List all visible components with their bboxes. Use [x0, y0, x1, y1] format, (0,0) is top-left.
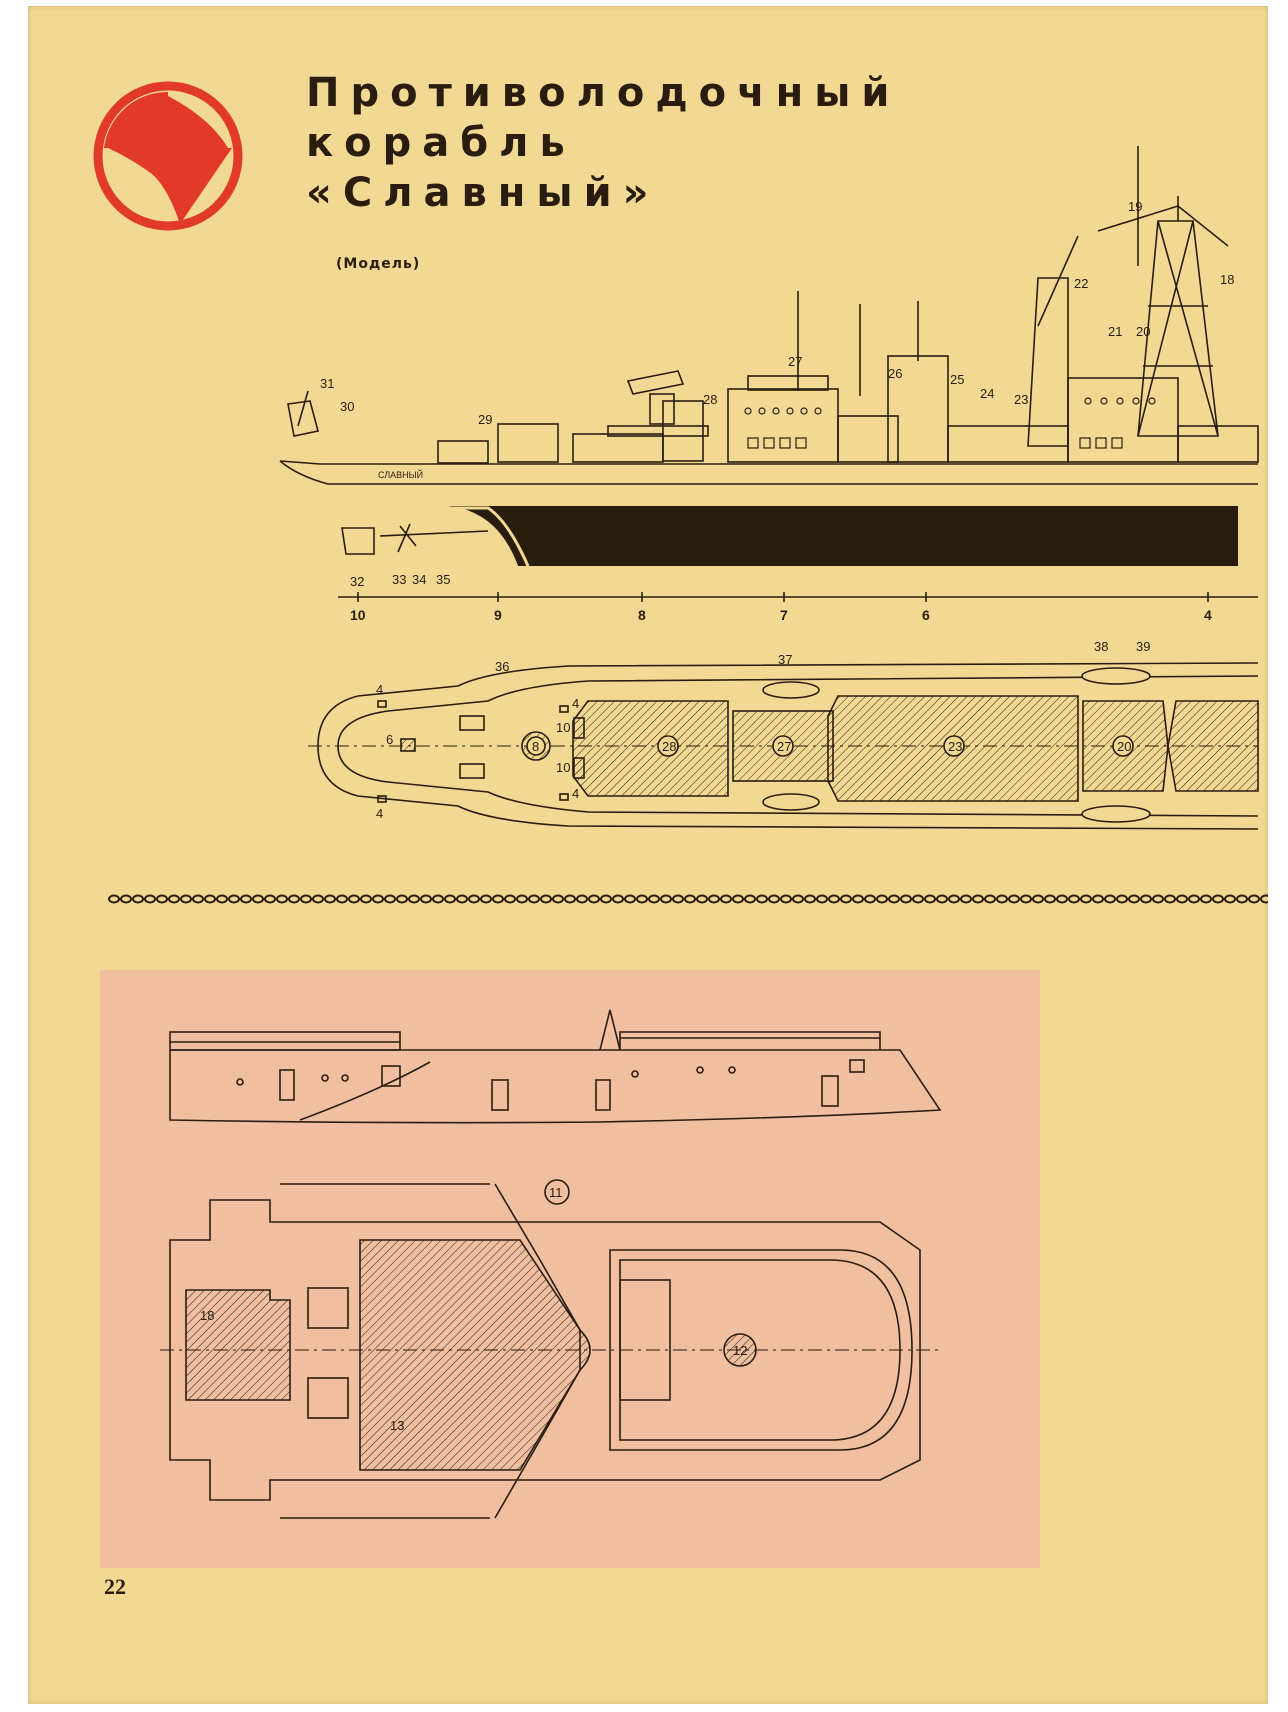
scale-tick-7: 7 [780, 607, 788, 623]
title-line-1: Противолодочный [306, 70, 901, 116]
callout-28: 28 [703, 392, 717, 407]
circled-23: 23 [948, 739, 962, 754]
callout-4d: 4 [572, 786, 579, 801]
detail-circled-12: 12 [733, 1343, 747, 1358]
callout-26: 26 [888, 366, 902, 381]
callout-4c: 4 [572, 696, 579, 711]
ship-drawing: 18 19 20 21 22 23 24 25 26 27 28 29 30 3… [256, 146, 1259, 830]
detail-drawing: 11 12 13 18 [160, 1009, 942, 1519]
page-number: 22 [104, 1574, 126, 1599]
detail-circled-13: 13 [390, 1418, 404, 1433]
callout-39: 39 [1136, 639, 1150, 654]
callout-10b: 10 [556, 760, 570, 775]
callout-20: 20 [1136, 324, 1150, 339]
magazine-page: Противолодочный корабль «Славный» (Модел… [28, 6, 1268, 1704]
callout-10a: 10 [556, 720, 570, 735]
ship-name-label: СЛАВНЫЙ [378, 469, 423, 480]
title-line-3: «Славный» [306, 170, 660, 216]
callout-23: 23 [1014, 392, 1028, 407]
callout-38: 38 [1094, 639, 1108, 654]
scale-tick-4: 4 [1204, 607, 1212, 623]
callout-22: 22 [1074, 276, 1088, 291]
scale-tick-8: 8 [638, 607, 646, 623]
scale-bar: 10 9 8 7 6 4 [350, 607, 1212, 623]
callout-36: 36 [495, 659, 509, 674]
callout-29: 29 [478, 412, 492, 427]
detail-circled-11: 11 [549, 1185, 563, 1200]
scale-tick-6: 6 [922, 607, 930, 623]
scale-tick-9: 9 [494, 607, 502, 623]
plan-callouts: 36 37 38 39 4 4 4 4 6 10 10 8 28 27 23 2… [376, 639, 1150, 821]
scale-tick-10: 10 [350, 607, 366, 623]
callout-27: 27 [788, 354, 802, 369]
title-line-2: корабль [306, 120, 576, 166]
callout-33: 33 [392, 572, 406, 587]
callout-35: 35 [436, 572, 450, 587]
callout-24: 24 [980, 386, 994, 401]
callout-34: 34 [412, 572, 426, 587]
page-subtitle: (Модель) [336, 256, 421, 272]
callout-18: 18 [1220, 272, 1234, 287]
chain-divider [108, 892, 1268, 906]
callout-37: 37 [778, 652, 792, 667]
callout-6: 6 [386, 732, 393, 747]
callout-4b: 4 [376, 806, 383, 821]
callout-4a: 4 [376, 682, 383, 697]
callout-30: 30 [340, 399, 354, 414]
detail-circled-18: 18 [200, 1308, 214, 1323]
circled-28: 28 [662, 739, 676, 754]
callout-25: 25 [950, 372, 964, 387]
callout-32: 32 [350, 574, 364, 589]
page-title: Противолодочный корабль «Славный» [306, 68, 900, 218]
callout-21: 21 [1108, 324, 1122, 339]
callout-31: 31 [320, 376, 334, 391]
magazine-emblem-icon [93, 81, 243, 231]
callout-19: 19 [1128, 199, 1142, 214]
side-callouts: 18 19 20 21 22 23 24 25 26 27 28 29 30 3… [320, 199, 1234, 589]
circled-8: 8 [532, 739, 539, 754]
detail-panel: 11 12 13 18 [100, 970, 1040, 1568]
circled-20: 20 [1117, 739, 1131, 754]
underwater-hull [256, 506, 1238, 566]
circled-27: 27 [777, 739, 791, 754]
